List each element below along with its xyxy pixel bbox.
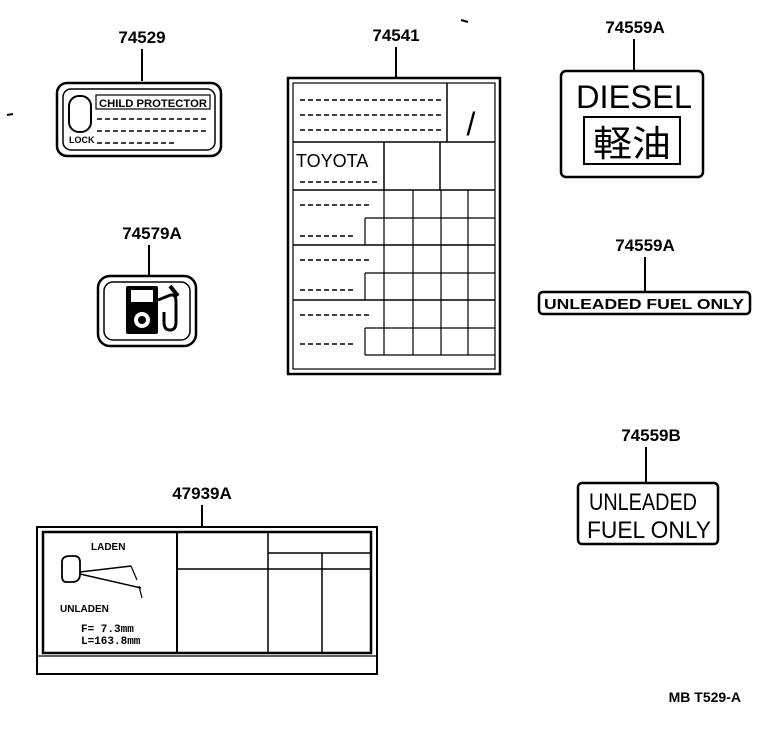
unleaded-fuel-only-text: UNLEADED FUEL ONLY [544, 296, 744, 313]
stray-mark [460, 19, 469, 23]
lock-label: LOCK [69, 135, 95, 145]
diagram-code: MB T529-A [669, 689, 741, 705]
unleaded-text: UNLEADED [589, 489, 697, 516]
part-number-74541: 74541 [372, 26, 419, 45]
label-outline [96, 274, 198, 348]
label-outline [286, 76, 502, 376]
label-inner-outline [41, 530, 373, 655]
lock-switch-icon [68, 95, 92, 133]
child-protector-header: CHILD PROTECTOR [99, 98, 207, 110]
part-number-47939A: 47939A [172, 484, 232, 503]
headlight-aim-icon [61, 555, 143, 599]
part-47939A: 47939A LADEN UNLADEN F= 7.3mm L=163.8mm [36, 484, 378, 675]
part-74559A-unleaded: 74559A UNLEADED FUEL ONLY [537, 236, 752, 316]
label-outline [576, 481, 720, 546]
l-value: L=163.8mm [81, 636, 141, 648]
label-inner-outline [103, 281, 191, 341]
label-outline [537, 290, 752, 316]
part-74559A-diesel: 74559A DIESEL 軽油 [559, 18, 705, 179]
label-outline [36, 526, 378, 675]
label-outline [559, 69, 705, 179]
label-inner-outline [62, 88, 216, 151]
part-number-74579A: 74579A [122, 224, 182, 243]
unladen-label: UNLADEN [60, 604, 109, 615]
keiyu-box [583, 116, 681, 165]
part-number-74559A: 74559A [615, 236, 675, 255]
part-number-74559A: 74559A [605, 18, 665, 37]
laden-label: LADEN [91, 542, 125, 553]
label-inner-outline [292, 82, 496, 370]
diesel-text: DIESEL [576, 79, 692, 115]
part-74541: 74541 / TOYOTA [286, 26, 502, 376]
part-74529: 74529 LOCK CHILD PROTECTOR [55, 28, 223, 158]
toyota-brand: TOYOTA [296, 151, 368, 171]
part-74559B: 74559B UNLEADED FUEL ONLY [576, 426, 720, 546]
label-outline [55, 81, 223, 158]
part-number-74559B: 74559B [621, 426, 681, 445]
keiyu-text: 軽油 [593, 123, 671, 164]
f-value: F= 7.3mm [81, 624, 134, 636]
header-box [95, 94, 211, 110]
fuel-pump-icon [126, 284, 180, 334]
fuel-only-text: FUEL ONLY [587, 517, 711, 544]
slash-mark: / [467, 106, 476, 142]
part-number-74529: 74529 [118, 28, 165, 47]
part-74579A: 74579A [96, 224, 198, 348]
stray-mark [6, 113, 14, 116]
